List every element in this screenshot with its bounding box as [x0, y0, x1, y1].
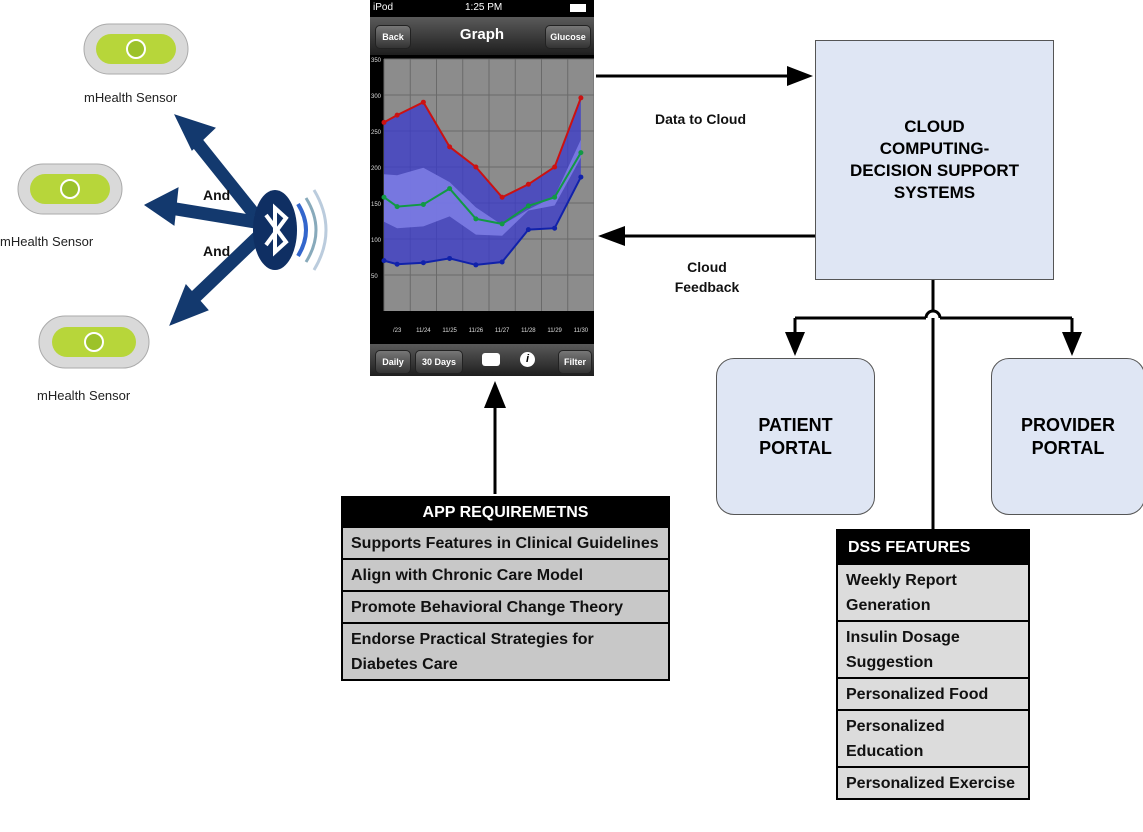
sensor-2-label: mHealth Sensor [0, 234, 94, 249]
y-tick-label: 350 [371, 58, 382, 64]
cloud-dss-box: CLOUD COMPUTING- DECISION SUPPORT SYSTEM… [815, 40, 1054, 280]
data-point [499, 259, 505, 265]
feature-row: Personalized Exercise [838, 766, 1028, 798]
x-tick-label: /23 [393, 328, 402, 334]
data-point [499, 194, 505, 200]
and-label-1: And [203, 187, 231, 203]
portal-connectors [793, 278, 1074, 530]
30-days-button[interactable]: 30 Days [415, 350, 463, 374]
y-tick-label: 100 [371, 238, 382, 244]
data-point [394, 204, 400, 210]
y-tick-label: 250 [371, 130, 382, 136]
x-tick-label: 11/30 [574, 328, 589, 334]
data-point [525, 203, 531, 209]
patient-portal-label: PATIENT PORTAL [758, 414, 833, 458]
info-icon[interactable]: i [520, 352, 535, 367]
y-tick-label: 300 [371, 94, 382, 100]
feature-row: Weekly Report Generation [846, 572, 957, 614]
sensor-1-label: mHealth Sensor [84, 90, 178, 105]
data-point [525, 227, 531, 233]
back-button[interactable]: Back [375, 25, 411, 49]
y-tick-label: 150 [371, 202, 382, 208]
feature-row: Insulin Dosage Suggestion [838, 620, 1028, 677]
filter-button[interactable]: Filter [558, 350, 592, 374]
cloud-feedback-label: Cloud Feedback [674, 259, 740, 295]
data-point [473, 216, 479, 222]
data-point [499, 221, 505, 227]
phone-screen: iPod 1:25 PM Back Graph Glucose 50 100 150… [370, 0, 594, 376]
data-point [447, 144, 453, 150]
daily-button[interactable]: Daily [375, 350, 411, 374]
range-band-outer [384, 97, 581, 265]
data-point [473, 262, 479, 268]
y-tick-label: 50 [371, 274, 378, 280]
patient-portal: PATIENT PORTAL [716, 358, 875, 515]
camera-icon[interactable] [482, 353, 500, 366]
requirement-row: Align with Chronic Care Model [343, 558, 668, 590]
sensor-3: mHealth Sensor [35, 312, 155, 403]
x-tick-label: 11/24 [416, 328, 431, 334]
data-point [420, 201, 426, 207]
provider-portal-label: PROVIDER PORTAL [1020, 414, 1116, 458]
x-tick-label: 11/28 [521, 328, 536, 334]
battery-icon [570, 4, 586, 12]
sensor-1: mHealth Sensor [82, 18, 192, 105]
app-requirements-header: APP REQUIREMETNS [343, 498, 668, 528]
data-to-cloud-label: Data to Cloud [655, 111, 746, 127]
x-tick-label: 11/27 [495, 328, 510, 334]
data-point [552, 164, 558, 170]
range-band-inner [384, 139, 581, 236]
glucose-button[interactable]: Glucose [545, 25, 591, 49]
app-requirements-table: APP REQUIREMETNS Supports Features in Cl… [341, 496, 670, 681]
data-point [420, 260, 426, 266]
feature-row: Personalized Food [838, 677, 1028, 709]
data-point [578, 174, 584, 180]
sensor-device-icon [38, 315, 150, 369]
data-point [381, 258, 387, 264]
data-point [381, 119, 387, 125]
data-point [473, 164, 479, 170]
data-point [420, 99, 426, 105]
requirement-row: Supports Features in Clinical Guidelines [351, 535, 659, 552]
data-point [447, 186, 453, 192]
provider-portal: PROVIDER PORTAL [991, 358, 1143, 515]
bluetooth-arrows [144, 114, 265, 326]
x-tick-label: 11/29 [547, 328, 562, 334]
x-tick-label: 11/26 [469, 328, 484, 334]
data-point [394, 112, 400, 118]
sensor-2: mHealth Sensor [0, 160, 124, 250]
requirement-row: Endorse Practical Strategies for Diabete… [343, 622, 668, 679]
y-tick-label: 200 [371, 166, 382, 172]
x-tick-label: 11/25 [442, 328, 457, 334]
bluetooth-icon [248, 180, 348, 280]
feature-row: Personalized Education [838, 709, 1028, 766]
status-bar: iPod 1:25 PM [370, 0, 594, 17]
data-point [381, 194, 387, 200]
and-label-2: And [203, 243, 231, 259]
data-point [578, 150, 584, 156]
data-point [578, 95, 584, 101]
cloud-dss-title: CLOUD COMPUTING- DECISION SUPPORT SYSTEM… [849, 117, 1020, 202]
status-time: 1:25 PM [465, 2, 503, 13]
sensor-device-icon [17, 163, 123, 215]
data-point [552, 225, 558, 231]
sensor-device-icon [83, 23, 189, 75]
data-point [394, 261, 400, 267]
nav-title: Graph [459, 26, 505, 43]
data-point [525, 181, 531, 187]
dss-features-header: DSS FEATURES [838, 531, 1028, 565]
nav-bar: Back Graph Glucose [370, 17, 594, 55]
sensor-3-label: mHealth Sensor [37, 388, 131, 403]
data-point [447, 255, 453, 261]
glucose-chart: 50 100 150 200 250 300 350/23 11/24 11/25 11/26 11… [370, 55, 594, 344]
status-carrier: iPod [373, 2, 394, 13]
data-point [552, 194, 558, 200]
requirement-row: Promote Behavioral Change Theory [343, 590, 668, 622]
dss-features-table: DSS FEATURES Weekly Report Generation In… [836, 529, 1030, 800]
toolbar: Daily 30 Days i Filter [370, 344, 594, 376]
